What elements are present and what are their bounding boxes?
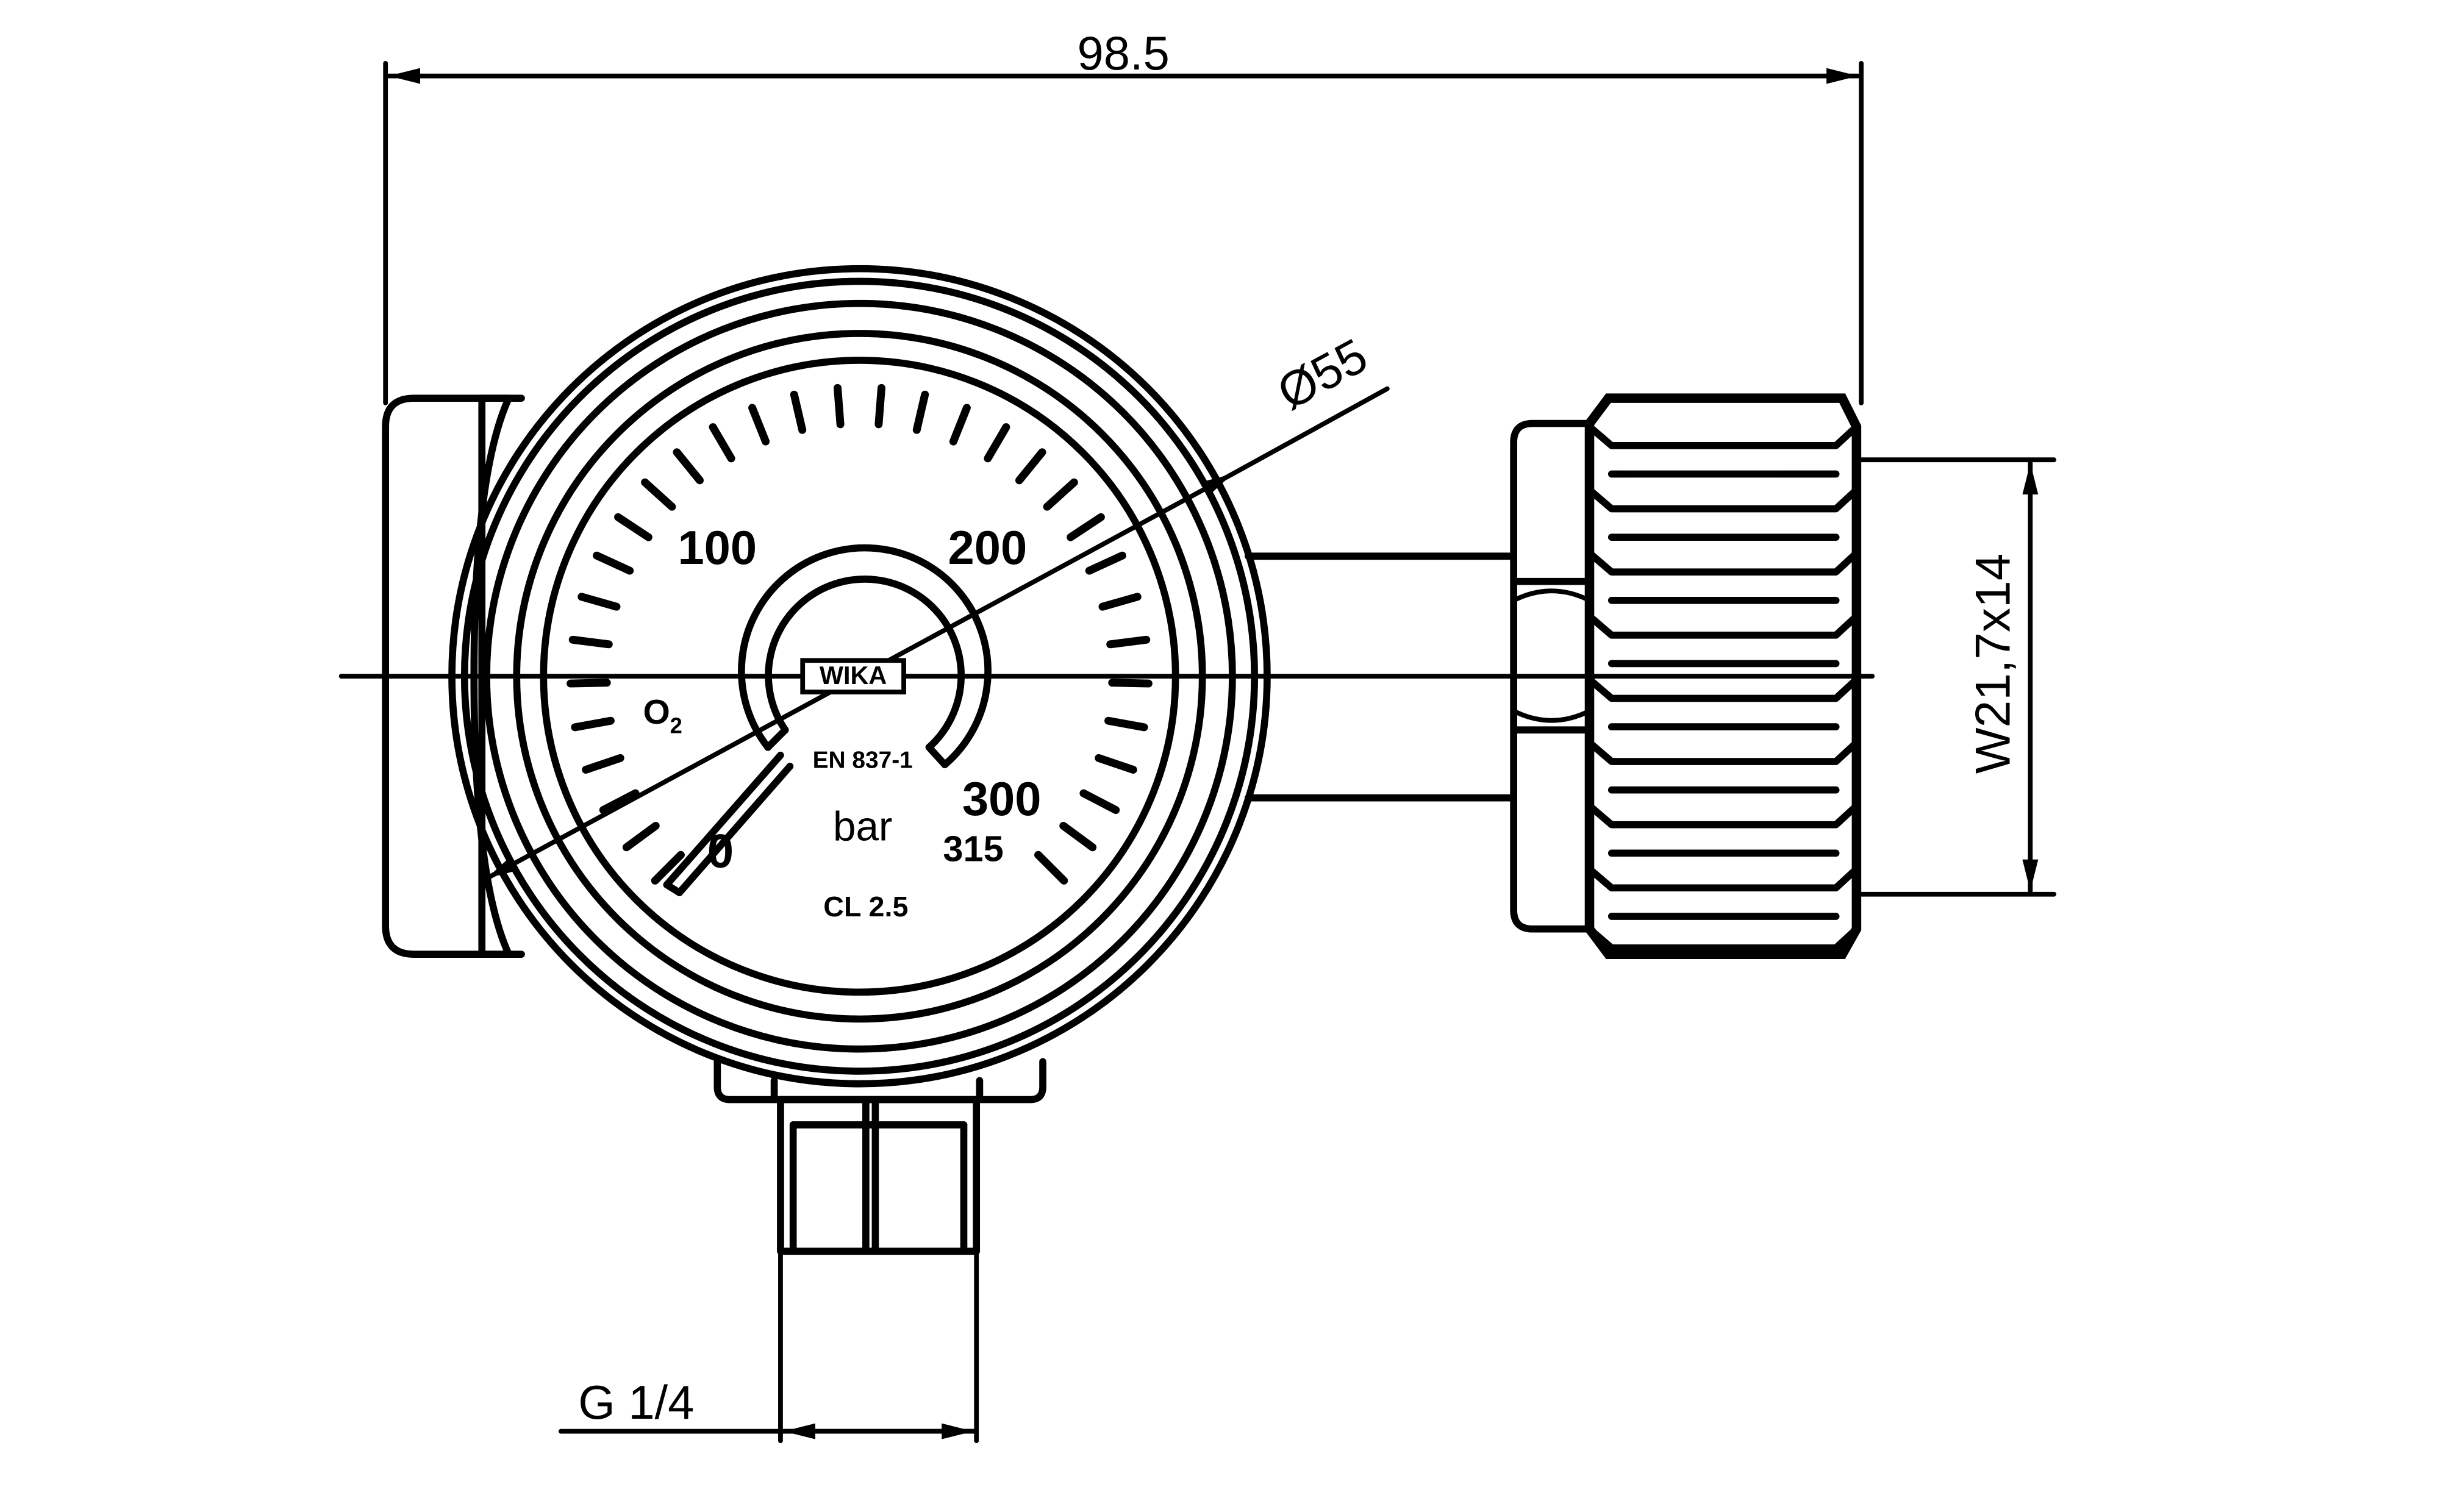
connection-dimension: G 1/4 xyxy=(558,1249,979,1444)
dial-tick xyxy=(1034,850,1068,885)
brand-label: WIKA xyxy=(820,661,887,690)
dial-tick xyxy=(622,822,660,852)
dial-tick xyxy=(874,383,885,429)
dial-tick xyxy=(833,383,845,429)
dial-hub xyxy=(738,544,992,769)
dial-tick xyxy=(748,404,770,446)
scale-label-315: 315 xyxy=(943,828,1003,869)
scale-label-200: 200 xyxy=(948,522,1028,574)
wika-logo: WIKA xyxy=(800,658,906,694)
dial-tick xyxy=(949,404,971,446)
dial-tick xyxy=(673,448,704,485)
medium-label: O xyxy=(643,693,670,732)
dial-tick xyxy=(1079,789,1120,815)
dial-tick xyxy=(1085,551,1126,575)
dial-tick xyxy=(790,390,807,434)
dial-tick xyxy=(1067,513,1105,541)
gauge-diameter-label: Ø55 xyxy=(1269,328,1376,421)
medium-subscript: 2 xyxy=(670,713,682,738)
dial-tick xyxy=(912,390,929,434)
side-pipe xyxy=(1245,552,1517,802)
scale-label-0: 0 xyxy=(707,826,734,878)
dial-tick xyxy=(1106,635,1151,649)
dial-tick xyxy=(709,423,735,463)
knurl-ridge xyxy=(1586,739,1861,765)
scale-label-300: 300 xyxy=(962,773,1042,826)
scale-label-100: 100 xyxy=(677,522,757,574)
dial-tick xyxy=(1095,754,1137,774)
knurl-ridge xyxy=(1586,676,1861,702)
threaded-stem xyxy=(777,1096,981,1255)
dial-tick xyxy=(1043,478,1078,511)
standard-label: EN 837-1 xyxy=(813,747,913,773)
knurl-ridge xyxy=(1586,925,1861,952)
knurl-ridge xyxy=(1586,486,1861,513)
dial-tick xyxy=(1015,448,1046,485)
dial-tick xyxy=(593,551,634,575)
thread-dimension: W21,7x14 xyxy=(1859,457,2057,897)
knurl-ridge xyxy=(1586,865,1861,892)
knurl-ridge xyxy=(1586,802,1861,829)
connection-label: G 1/4 xyxy=(578,1377,694,1429)
dial-tick xyxy=(582,754,624,774)
dial-tick xyxy=(614,513,652,541)
dial-tick xyxy=(577,593,621,611)
dial-tick xyxy=(1059,822,1097,852)
dial-tick xyxy=(1104,716,1148,732)
dial-tick xyxy=(641,478,676,511)
dial-tick xyxy=(984,423,1010,463)
overall-length-dimension: 98.5 xyxy=(383,27,1864,405)
dial-tick xyxy=(1098,593,1142,611)
dial-text: 100 200 300 0 315 bar EN 837-1 CL 2.5 O … xyxy=(643,522,1042,922)
unit-label: bar xyxy=(833,804,892,850)
knurl-ridge xyxy=(1586,423,1861,449)
connector-hex-nut xyxy=(1510,419,1593,933)
dial-tick xyxy=(571,716,615,732)
dial-tick xyxy=(568,635,613,649)
overall-length-label: 98.5 xyxy=(1078,27,1170,80)
knurl-ridge xyxy=(1586,549,1861,576)
knurled-handwheel xyxy=(1584,393,1862,959)
thread-label: W21,7x14 xyxy=(1966,554,2021,774)
accuracy-class-label: CL 2.5 xyxy=(823,891,908,922)
knurl-ridge xyxy=(1586,612,1861,639)
